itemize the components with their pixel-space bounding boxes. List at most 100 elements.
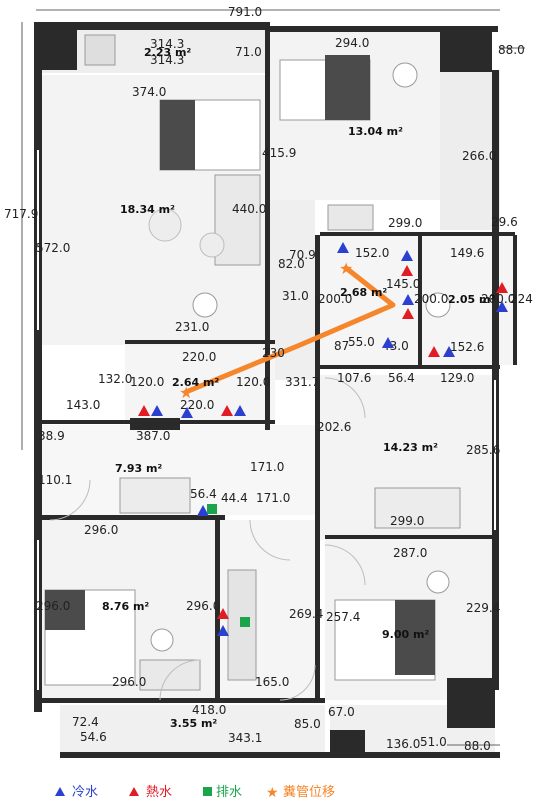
- cold-water-marker: [382, 337, 394, 348]
- area-bedroom-sw: 8.76 m²: [102, 600, 149, 613]
- dim-71: 71.0: [235, 45, 262, 59]
- cold-water-marker: [443, 346, 455, 357]
- door-swings: [49, 208, 366, 701]
- dim-87: 87: [334, 339, 349, 353]
- dim-171-a: 171.0: [250, 460, 284, 474]
- dim-overall-width: 791.0: [228, 5, 262, 19]
- dim-314-b: 314.3: [150, 53, 184, 67]
- dim-54-6: 54.6: [80, 730, 107, 744]
- dim-85: 85.0: [294, 717, 321, 731]
- cold-water-marker: [181, 407, 193, 418]
- blanket-sw: [45, 590, 85, 630]
- area-labels: 2.23 m² 13.04 m² 18.34 m² 2.68 m² 2.05 m…: [102, 46, 495, 730]
- dim-overall-height: 717.9: [4, 207, 38, 221]
- dim-120-b: 120.0: [236, 375, 270, 389]
- dim-266: 266.0: [462, 149, 496, 163]
- legend: 冷水 熱水 排水 ★ 糞管位移: [55, 785, 335, 801]
- legend-drain-label: 排水: [216, 785, 242, 800]
- floor-top-strip: [40, 28, 265, 73]
- wall-inner-v3: [215, 520, 220, 700]
- dim-38-9: 38.9: [38, 429, 65, 443]
- dim-287: 287.0: [393, 546, 427, 560]
- cold-water-marker: [197, 505, 209, 516]
- cold-water-marker: [151, 405, 163, 416]
- wall-inner-h5: [325, 535, 495, 539]
- furniture: [44, 34, 461, 691]
- area-hall: 7.93 m²: [115, 462, 162, 475]
- dim-269-4: 269.4: [289, 607, 323, 621]
- area-top-small: 2.23 m²: [144, 46, 191, 59]
- toilet-move-marker: ★: [339, 259, 353, 278]
- dim-296-a: 296.0: [84, 523, 118, 537]
- dim-285-6: 285.6: [466, 443, 500, 457]
- dim-136: 136.0: [386, 737, 420, 751]
- chair-se: [426, 570, 450, 594]
- area-balcony: 3.55 m²: [170, 717, 217, 730]
- legend-toilet-icon: ★: [266, 785, 279, 801]
- dimension-lines: [21, 9, 525, 746]
- dim-152: 152.0: [355, 246, 389, 260]
- dim-145: 145.0: [386, 277, 420, 291]
- dim-right-top: 88.0: [498, 43, 525, 57]
- dim-331-7: 331.7: [285, 375, 319, 389]
- sofa-living: [374, 487, 461, 529]
- dim-294: 294.0: [335, 36, 369, 50]
- toilet-move-marker: ★: [179, 383, 193, 402]
- plumbing-markers: ★★: [138, 242, 508, 636]
- wall-inner-h3: [320, 365, 500, 369]
- blanket-se: [395, 600, 435, 675]
- dim-149-6: 149.6: [450, 246, 484, 260]
- legend-hot-label: 熱水: [146, 785, 172, 800]
- walls: [34, 22, 517, 758]
- dim-171-b: 171.0: [256, 491, 290, 505]
- dim-29-6: 29.6: [491, 215, 518, 229]
- hot-water-marker: [221, 405, 233, 416]
- toilet-b: [327, 204, 374, 231]
- column-tl: [42, 30, 77, 70]
- area-master-bedroom: 18.34 m²: [120, 203, 175, 216]
- cold-water-marker: [401, 250, 413, 261]
- dim-67: 67.0: [328, 705, 355, 719]
- desk-sw: [139, 659, 201, 691]
- wall-top-right: [268, 26, 498, 32]
- column-bm: [330, 730, 365, 756]
- hot-water-marker: [138, 405, 150, 416]
- washer: [84, 34, 116, 66]
- area-living: 14.23 m²: [383, 441, 438, 454]
- legend-cold-icon: [55, 787, 65, 796]
- hot-water-marker: [402, 308, 414, 319]
- drain-marker: [240, 617, 250, 627]
- wall-inner-h1: [125, 340, 275, 344]
- wall-bath-b-right: [418, 235, 422, 365]
- cold-water-marker: [234, 405, 246, 416]
- round-table-1: [148, 208, 182, 242]
- dimension-labels: 791.0 717.9 88.0 314.3 314.3 71.0 294.0 …: [4, 5, 533, 753]
- dim-143: 143.0: [66, 398, 100, 412]
- dim-299-b: 299.0: [390, 514, 424, 528]
- toilet-c: [425, 292, 451, 318]
- door-swing-5: [159, 659, 201, 701]
- floor-balcony: [60, 705, 325, 755]
- dim-343-1: 343.1: [228, 731, 262, 745]
- dim-257-4: 257.4: [326, 610, 360, 624]
- door-swing-3: [249, 519, 291, 561]
- toilet-move-path: [183, 265, 396, 395]
- dim-387: 387.0: [136, 429, 170, 443]
- dim-88-bottom: 88.0: [464, 739, 491, 753]
- dim-51: 51.0: [420, 735, 447, 749]
- legend-hot-icon: [129, 787, 139, 796]
- chair-ne: [392, 62, 418, 88]
- dim-296-d: 296.0: [112, 675, 146, 689]
- door-swing-2: [49, 479, 91, 521]
- legend-cold-label: 冷水: [72, 785, 98, 800]
- cold-water-marker: [337, 242, 349, 253]
- drain-marker: [207, 504, 217, 514]
- dim-107-6: 107.6: [337, 371, 371, 385]
- blanket-ne: [325, 55, 370, 120]
- dim-220-b: 220.0: [180, 398, 214, 412]
- windows: [37, 150, 496, 690]
- dim-314-a: 314.3: [150, 37, 184, 51]
- dim-55: 55.0: [348, 335, 375, 349]
- dim-202-6: 202.6: [317, 420, 351, 434]
- wall-left: [34, 22, 42, 712]
